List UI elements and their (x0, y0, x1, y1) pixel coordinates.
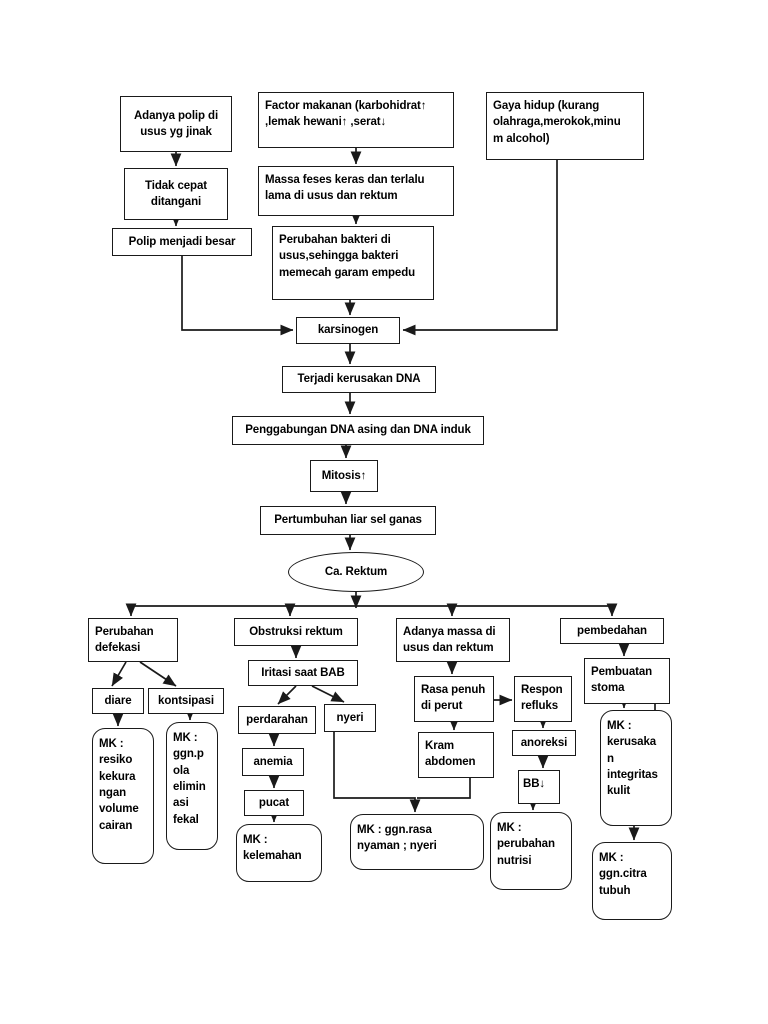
node-mk-kerusakan-integritas-kulit: MK : kerusaka n integritas kulit (600, 710, 672, 826)
node-obstruksi-rektum: Obstruksi rektum (234, 618, 358, 646)
node-bb-turun: BB↓ (518, 770, 560, 804)
edge-kram-abdomen-to-mk-nyaman (417, 778, 471, 799)
node-iritasi-saat-bab: Iritasi saat BAB (248, 660, 358, 686)
node-label: MK : resiko kekura ngan volume cairan (99, 738, 139, 832)
node-rasa-penuh-di-perut: Rasa penuh di perut (414, 676, 494, 722)
node-label: MK : perubahan nutrisi (497, 822, 555, 867)
node-perubahan-defekasi: Perubahan defekasi (88, 618, 178, 662)
node-mk-ggn-citra-tubuh: MK : ggn.citra tubuh (592, 842, 672, 920)
node-label: Factor makanan (karbohidrat↑ ,lemak hewa… (265, 100, 427, 129)
edge-perubahan-defekasi-to-kontsipasi (139, 661, 177, 687)
node-anoreksi: anoreksi (512, 730, 576, 756)
node-kontsipasi: kontsipasi (148, 688, 224, 714)
node-label: pembedahan (577, 624, 647, 637)
node-label: karsinogen (317, 324, 379, 337)
edge-iritasi-to-perdarahan (277, 685, 297, 705)
node-label: Respon refluks (521, 684, 563, 713)
node-mk-ggn-rasa-nyaman-nyeri: MK : ggn.rasa nyaman ; nyeri (350, 814, 484, 870)
node-karsinogen: karsinogen (296, 317, 400, 344)
node-label: BB↓ (523, 778, 546, 790)
node-pembuatan-stoma: Pembuatan stoma (584, 658, 670, 704)
node-label: Iritasi saat BAB (261, 666, 345, 679)
node-perubahan-bakteri: Perubahan bakteri di usus,sehingga bakte… (272, 226, 434, 300)
node-label: Polip menjadi besar (128, 235, 236, 248)
node-label: Perubahan bakteri di usus,sehingga bakte… (279, 234, 416, 279)
node-mk-resiko-kekurangan-volume-cairan: MK : resiko kekura ngan volume cairan (92, 728, 154, 864)
node-anemia: anemia (242, 748, 304, 776)
node-label: anoreksi (520, 736, 568, 749)
node-label: Pertumbuhan liar sel ganas (274, 514, 422, 527)
node-label: Tidak cepat ditangani (145, 179, 207, 208)
node-label: Terjadi kerusakan DNA (297, 373, 421, 386)
node-label: diare (104, 694, 132, 707)
node-pertumbuhan-liar-sel-ganas: Pertumbuhan liar sel ganas (260, 506, 436, 535)
edge-nyeri-to-mk-nyaman (333, 732, 421, 813)
node-terjadi-kerusakan-dna: Terjadi kerusakan DNA (282, 366, 436, 393)
node-label: Mitosis↑ (321, 469, 367, 482)
node-pembedahan: pembedahan (560, 618, 664, 644)
edge-perubahan-defekasi-to-diare (111, 661, 127, 687)
node-label: nyeri (336, 711, 364, 724)
node-pucat: pucat (244, 790, 304, 816)
node-label: Penggabungan DNA asing dan DNA induk (245, 424, 471, 437)
node-nyeri: nyeri (324, 704, 376, 732)
node-label: Kram abdomen (425, 740, 476, 769)
node-label: anemia (253, 755, 293, 768)
node-label: Massa feses keras dan terlalu lama di us… (265, 174, 425, 203)
node-label: Obstruksi rektum (249, 625, 343, 638)
node-label: MK : ggn.citra tubuh (599, 852, 647, 897)
node-mk-perubahan-nutrisi: MK : perubahan nutrisi (490, 812, 572, 890)
node-respon-refluks: Respon refluks (514, 676, 572, 722)
node-label: MK : kerusaka n integritas kulit (607, 720, 658, 798)
node-mitosis: Mitosis↑ (310, 460, 378, 492)
node-label: Gaya hidup (kurang olahraga,merokok,minu… (493, 100, 621, 145)
node-ca-rektum: Ca. Rektum (288, 552, 424, 592)
node-label: perdarahan (246, 713, 308, 726)
node-label: Rasa penuh di perut (421, 684, 486, 713)
node-factor-makanan: Factor makanan (karbohidrat↑ ,lemak hewa… (258, 92, 454, 148)
node-adanya-polip-di-usus-yg-jinak: Adanya polip di usus yg jinak (120, 96, 232, 152)
node-tidak-cepat-ditangani: Tidak cepat ditangani (124, 168, 228, 220)
node-kram-abdomen: Kram abdomen (418, 732, 494, 778)
edge-iritasi-to-nyeri (311, 685, 345, 703)
node-mk-ggn-pola-eliminasi-fekal: MK : ggn.p ola elimin asi fekal (166, 722, 218, 850)
node-polip-menjadi-besar: Polip menjadi besar (112, 228, 252, 256)
node-gaya-hidup: Gaya hidup (kurang olahraga,merokok,minu… (486, 92, 644, 160)
node-label: Adanya polip di usus yg jinak (133, 109, 219, 138)
node-penggabungan-dna: Penggabungan DNA asing dan DNA induk (232, 416, 484, 445)
node-mk-kelemahan: MK : kelemahan (236, 824, 322, 882)
node-label: pucat (258, 796, 290, 809)
node-diare: diare (92, 688, 144, 714)
node-adanya-massa-di-usus-dan-rektum: Adanya massa di usus dan rektum (396, 618, 510, 662)
node-label: Adanya massa di usus dan rektum (403, 626, 496, 655)
node-label: MK : kelemahan (243, 834, 302, 863)
node-label: MK : ggn.rasa nyaman ; nyeri (357, 824, 437, 853)
node-label: Pembuatan stoma (591, 666, 653, 695)
node-label: kontsipasi (158, 694, 214, 707)
node-massa-feses-keras: Massa feses keras dan terlalu lama di us… (258, 166, 454, 216)
node-label: MK : ggn.p ola elimin asi fekal (173, 732, 206, 826)
node-perdarahan: perdarahan (238, 706, 316, 734)
node-label: Ca. Rektum (324, 565, 388, 578)
node-label: Perubahan defekasi (95, 626, 154, 655)
